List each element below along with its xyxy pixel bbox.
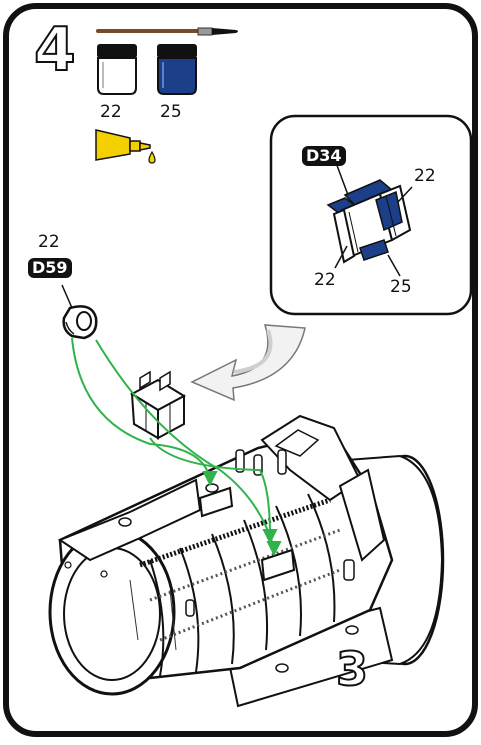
curved-pointer-arrow	[190, 324, 306, 402]
paint-jar-white-icon	[97, 44, 137, 95]
guide-arrows	[71, 337, 282, 557]
d59-paint-label: 22	[38, 232, 60, 252]
engine-assembly-drawing	[48, 414, 445, 708]
step-number: 4	[33, 15, 77, 85]
glue-tube-icon	[95, 129, 156, 164]
substep-number: 3	[335, 642, 369, 696]
d34-paint-label-bottom-right: 25	[390, 277, 412, 297]
paintbrush-icon	[96, 27, 238, 36]
paint-code-25: 25	[160, 102, 182, 122]
bracket-part-drawing	[129, 370, 187, 440]
d34-paint-label-top-right: 22	[414, 166, 436, 186]
part-tag-d59: D59	[28, 258, 72, 278]
paint-code-22: 22	[100, 102, 122, 122]
paint-jar-blue-icon	[157, 44, 197, 95]
d34-paint-label-bottom-left: 22	[314, 270, 336, 290]
part-tag-d34: D34	[302, 146, 346, 166]
part-d34-drawing	[326, 179, 412, 264]
part-d59-drawing	[61, 284, 98, 340]
